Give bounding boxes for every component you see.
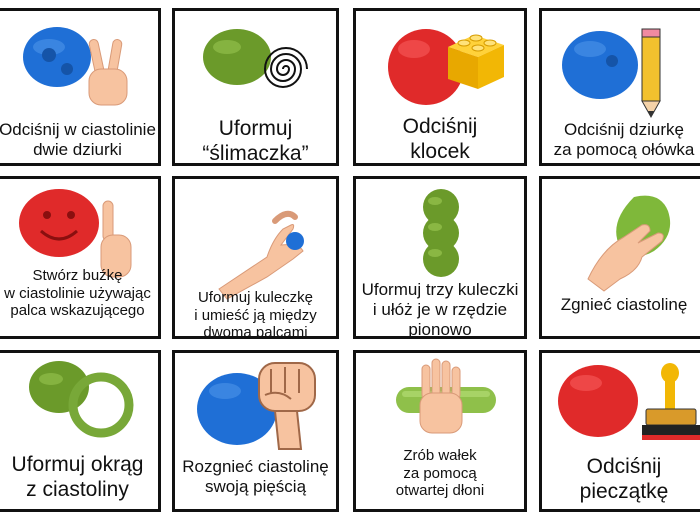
red-playdough-icon (558, 365, 638, 437)
stamp-icon (642, 363, 700, 440)
fist-icon (258, 362, 316, 450)
card-caption: Uformuj“ślimaczka” (202, 117, 309, 165)
red-playdough-icon (388, 29, 464, 105)
yellow-brick-icon (448, 34, 504, 89)
pencil-icon (641, 28, 661, 119)
card-caption: Zgnieć ciastolinę (560, 295, 688, 314)
blue-playdough-icon (197, 373, 277, 445)
spiral-icon (263, 47, 308, 88)
open-hand-icon (419, 358, 463, 434)
card-squeeze: Zgnieć ciastolinę (539, 176, 700, 339)
green-playdough-icon (203, 29, 271, 85)
squeezing-hand-icon (587, 195, 671, 292)
three-green-balls-icon (423, 189, 459, 277)
blue-playdough-icon (23, 27, 91, 87)
smiley-playdough-icon (19, 189, 99, 257)
two-fingers-hand-icon (88, 38, 128, 106)
blue-ball-icon (286, 232, 304, 250)
pointing-finger-icon (100, 200, 132, 278)
pinching-hand-icon (218, 210, 304, 300)
blue-playdough-icon (562, 31, 638, 99)
green-ring-icon (68, 372, 134, 438)
card-spiral: Uformuj“ślimaczka” (172, 8, 339, 166)
